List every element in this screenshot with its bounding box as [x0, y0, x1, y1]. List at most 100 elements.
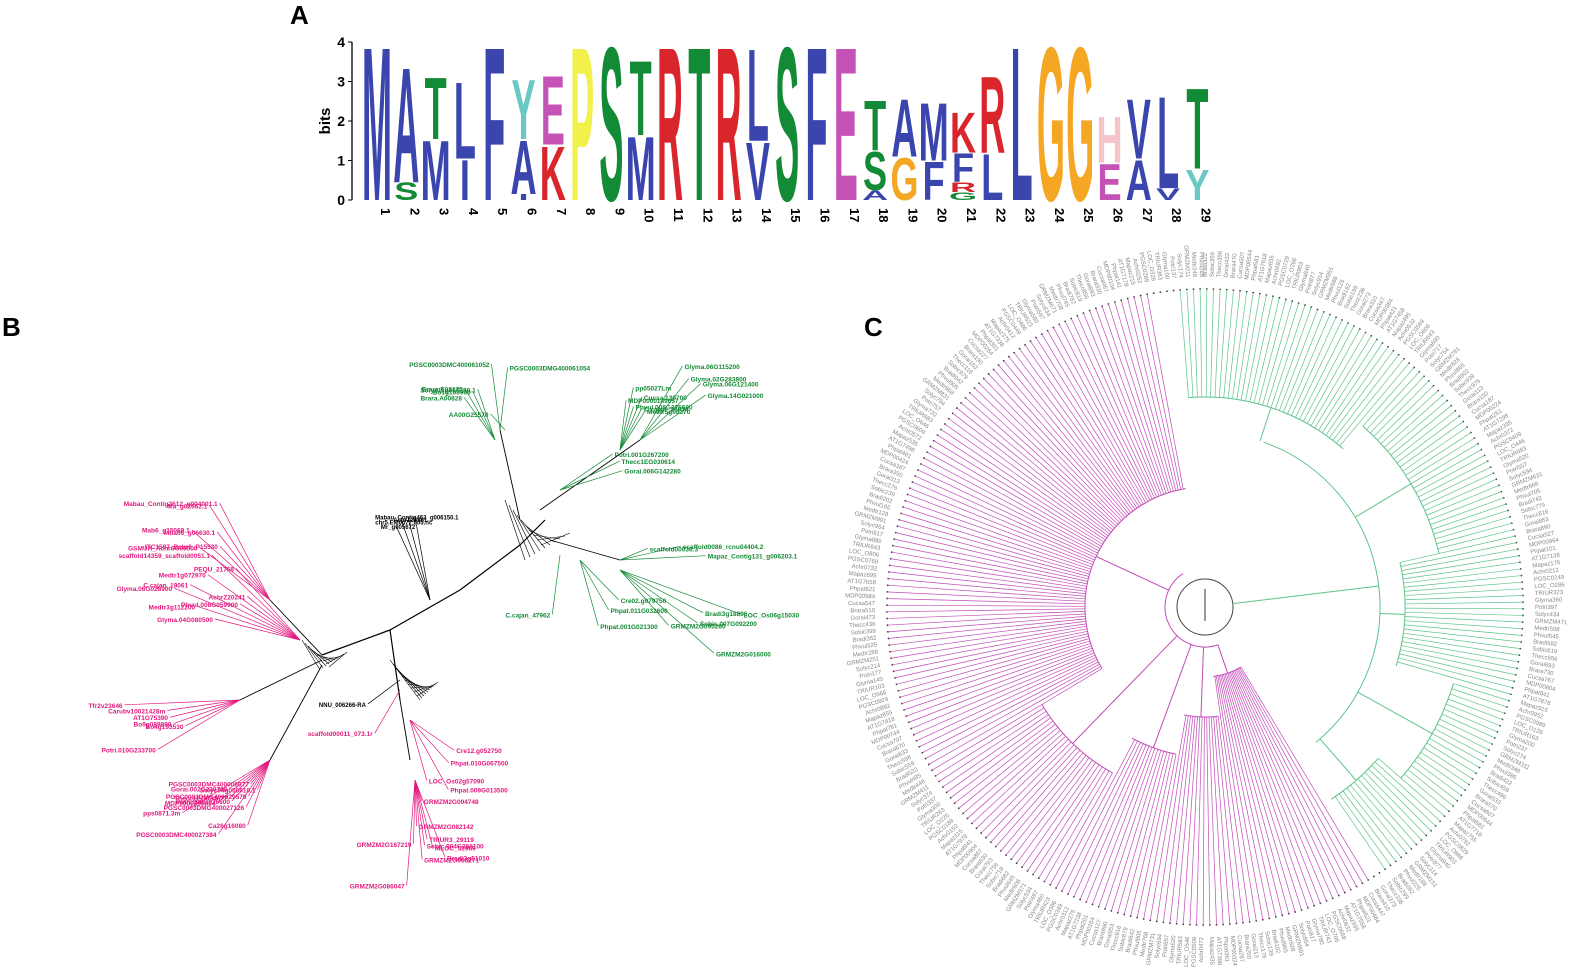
tree-leaf-dot: [886, 624, 889, 627]
tree-branch: [1193, 289, 1198, 398]
tree-leaf-label: AT1G7178: [1116, 258, 1129, 288]
tree-leaf-dot: [1076, 314, 1079, 317]
tree-leaf-dot: [944, 423, 946, 425]
tree-root-circle: [1176, 578, 1234, 636]
tree-leaf-dot: [1521, 614, 1524, 617]
tree-leaf-label: Phvul645: [997, 874, 1017, 898]
tree-branch: [890, 623, 1087, 653]
tree-leaf-dot: [1384, 868, 1386, 871]
tree-leaf-label: pp05027Lm: [635, 386, 671, 393]
tree-leaf-label: Phpat.011G032600: [611, 608, 668, 615]
tree-leaf-label: Brara990: [1097, 921, 1110, 947]
tree-leaf-label: Mr_g005672: [381, 525, 416, 531]
tree-branch: [1403, 628, 1522, 643]
tree-leaf-dot: [951, 412, 954, 415]
tree-leaf-dot: [1499, 724, 1501, 727]
tree-leaf-dot: [1505, 706, 1508, 708]
tree-leaf-dot: [889, 557, 892, 560]
tree-leaf-dot: [994, 845, 997, 848]
tree-leaf-dot: [1458, 415, 1461, 418]
tree-leaf-dot: [1024, 343, 1026, 346]
tree-branch: [1231, 671, 1327, 901]
tree-branch: [1213, 716, 1231, 925]
tree-branch: [1428, 491, 1502, 521]
logo-letter-R: R: [657, 3, 683, 247]
tree-arc: [1188, 396, 1344, 450]
tree-branch: [988, 373, 1124, 520]
tree-leaf-dot: [1058, 323, 1061, 326]
tree-branch: [491, 363, 501, 431]
tree-branch: [1199, 289, 1203, 398]
tree-leaf-label: Cucsa867: [962, 848, 985, 873]
tree-leaf-dot: [1403, 358, 1405, 360]
tree-leaf-label: AT1G7498: [887, 436, 916, 455]
tree-branch: [414, 779, 423, 860]
tree-leaf-dot: [989, 841, 992, 844]
tree-leaf-dot: [1464, 789, 1466, 791]
tree-leaf-label: PEQU_21768: [194, 566, 234, 573]
tree-branch: [1431, 733, 1483, 763]
tree-branch: [325, 653, 345, 665]
tree-branch: [1140, 295, 1182, 490]
tree-branch: [414, 779, 417, 827]
tree-branch: [389, 659, 421, 701]
tree-leaf-dot: [1248, 920, 1251, 923]
tree-leaf-label: PGSC0349: [1046, 902, 1065, 933]
tree-branch: [1215, 716, 1237, 924]
tree-leaf-label: C.cajan_19061: [143, 583, 188, 590]
tree-leaf-dot: [1514, 535, 1516, 538]
tree-leaf-label: Solyc754: [1429, 347, 1451, 370]
tree-branch: [1453, 683, 1510, 701]
tree-leaf-label: Gorai953: [1104, 923, 1117, 949]
tree-leaf-label: Thecc336: [1384, 881, 1404, 907]
tree-branch: [899, 519, 1090, 575]
tree-leaf-label: Phpat461: [886, 443, 912, 460]
tree-leaf-dot: [1497, 484, 1500, 487]
tree-branch: [1435, 516, 1511, 540]
tree-leaf-label: PGSC0929: [858, 697, 889, 712]
tree-branch: [250, 759, 271, 784]
tree-leaf-dot: [1460, 794, 1463, 797]
tree-branch: [124, 699, 241, 706]
tree-branch: [245, 759, 271, 808]
tree-branch: [619, 545, 681, 561]
tree-leaf-label: Cucsa967: [1095, 266, 1109, 294]
panel-label-a: A: [290, 0, 309, 30]
tree-leaf-dot: [1325, 899, 1328, 902]
tree-branch: [639, 383, 702, 441]
tree-leaf-dot: [1408, 362, 1410, 365]
tree-branch: [1378, 758, 1445, 817]
tree-leaf-dot: [934, 774, 937, 777]
tree-leaf-dot: [1509, 515, 1511, 518]
tree-branch: [1417, 756, 1466, 791]
tree-branch: [1032, 766, 1103, 875]
tree-leaf-dot: [907, 721, 910, 724]
tree-branch: [911, 652, 1095, 729]
tree-branch: [409, 719, 450, 763]
tree-leaf-dot: [910, 727, 913, 730]
tree-arc: [1131, 737, 1177, 755]
tree-branch: [891, 625, 1087, 659]
logo-position-label: 10: [642, 208, 657, 222]
tree-leaf-label: PGSC0289: [1138, 252, 1150, 284]
tree-leaf-dot: [1035, 336, 1038, 339]
tree-leaf-dot: [938, 780, 941, 783]
tree-branch: [1430, 497, 1504, 525]
logo-position-label: 6: [525, 208, 540, 215]
tree-leaf-label: AT1G7978: [945, 833, 970, 858]
tree-leaf-dot: [1486, 460, 1489, 463]
tree-leaf-dot: [1500, 490, 1503, 493]
tree-leaf-dot: [1013, 351, 1016, 354]
tree-branch: [1035, 337, 1142, 506]
tree-branch: [389, 589, 461, 631]
tree-branch: [1339, 362, 1410, 447]
logo-letter-M: M: [626, 119, 656, 220]
tree-leaf-dot: [898, 518, 901, 521]
tree-branch: [1067, 742, 1141, 895]
tree-arc: [1041, 704, 1113, 774]
tree-branch: [901, 643, 1091, 704]
tree-leaf-dot: [904, 499, 907, 502]
tree-leaf-label: Solyc954: [860, 520, 886, 532]
tree-branch: [1371, 765, 1436, 827]
tree-leaf-label: Phvul965: [1277, 928, 1289, 954]
